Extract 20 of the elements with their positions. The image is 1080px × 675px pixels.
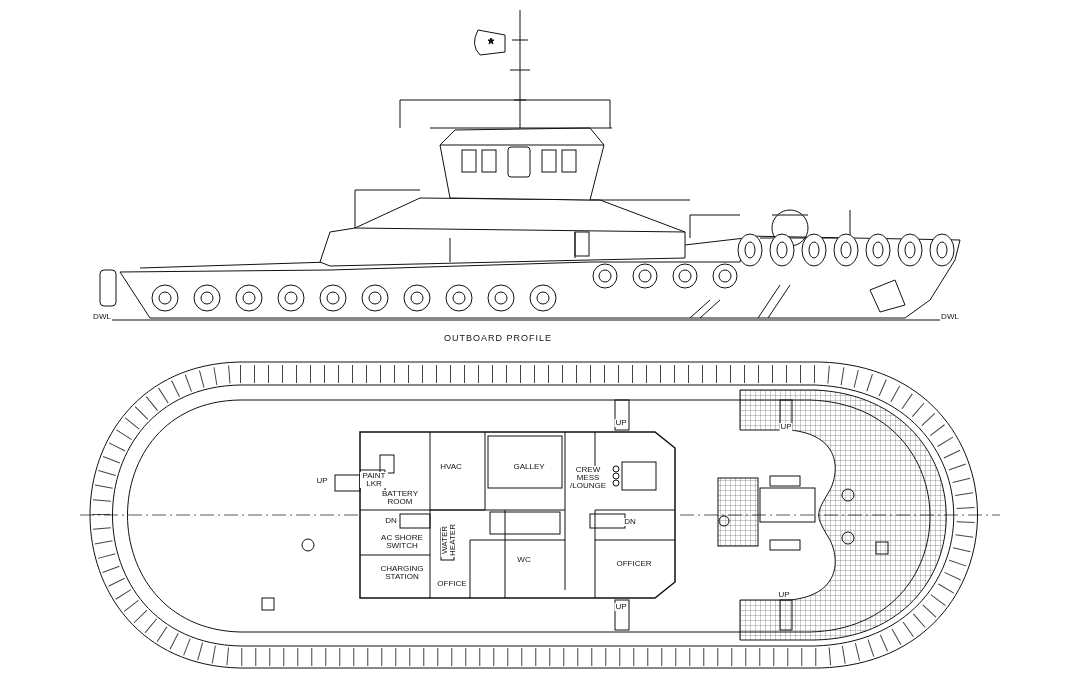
drawing-label: WC: [516, 556, 532, 564]
drawing-label: GALLEY: [512, 463, 546, 471]
drawing-label: DN: [384, 517, 398, 525]
view-title: OUTBOARD PROFILE: [443, 333, 553, 343]
drawing-label: PAINT LKR: [360, 472, 388, 488]
drawing-label: UP: [315, 477, 329, 485]
drawing-label: UP: [777, 591, 791, 599]
drawing-label: UP: [614, 419, 628, 427]
drawing-label: HVAC: [439, 463, 463, 471]
drawing-label: DWL: [92, 313, 112, 321]
drawing-label: CHARGING STATION: [378, 565, 426, 581]
drawing-label: UP: [614, 603, 628, 611]
drawing-label: WATER HEATER: [441, 523, 457, 557]
drawing-label: DN: [623, 518, 637, 526]
drawing-label: DWL: [940, 313, 960, 321]
drawing-label: UP: [779, 423, 793, 431]
drawing-label: OFFICER: [615, 560, 653, 568]
drawing-label: OFFICE: [436, 580, 468, 588]
drawing-label: AC SHORE SWITCH: [379, 534, 425, 550]
drawing-label: CREW MESS /LOUNGE: [567, 466, 609, 490]
